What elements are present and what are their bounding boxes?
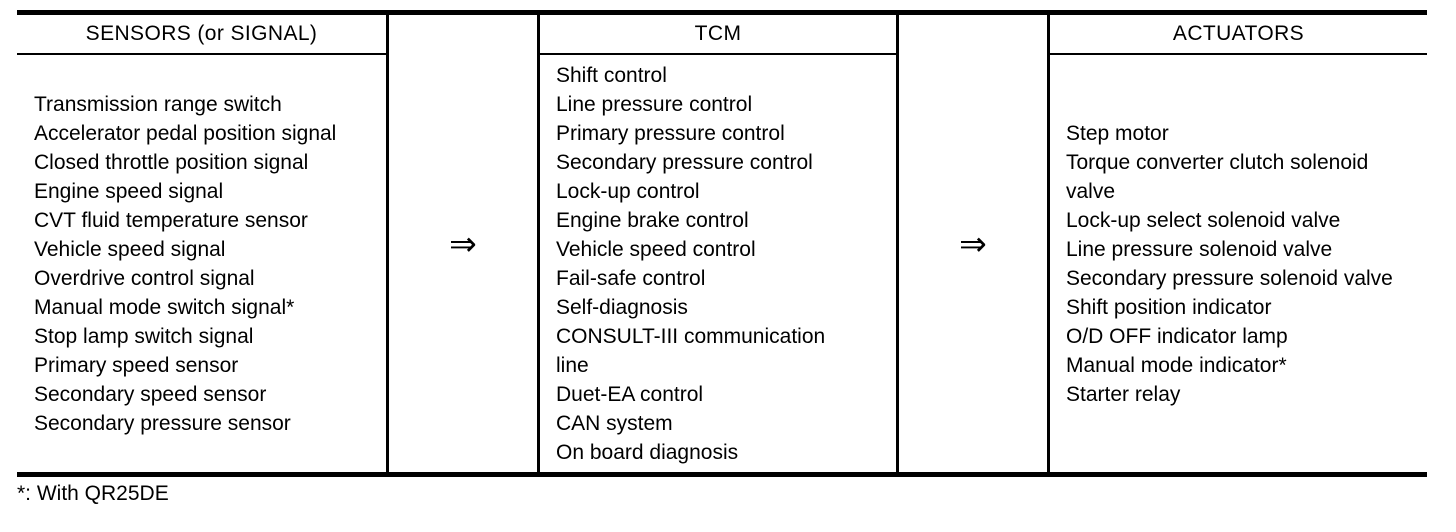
right-double-arrow-icon: ⇒ bbox=[959, 224, 987, 263]
tcm-header: TCM bbox=[540, 15, 896, 55]
list-item: On board diagnosis bbox=[556, 440, 739, 464]
list-item: CVT fluid temperature sensor bbox=[34, 208, 308, 232]
list-item: Torque converter clutch solenoid valve bbox=[1066, 150, 1369, 203]
actuators-header: ACTUATORS bbox=[1050, 15, 1427, 55]
list-item: Duet-EA control bbox=[556, 382, 704, 406]
list-item: Engine speed signal bbox=[34, 179, 224, 203]
right-double-arrow-icon: ⇒ bbox=[449, 224, 477, 263]
list-item: Starter relay bbox=[1066, 382, 1181, 406]
list-item: Secondary pressure control bbox=[556, 150, 813, 174]
list-item: Engine brake control bbox=[556, 208, 749, 232]
list-item: Primary pressure control bbox=[556, 121, 785, 145]
list-item: Accelerator pedal position signal bbox=[34, 121, 337, 145]
list-item: Lock-up control bbox=[556, 179, 700, 203]
list-item: Closed throttle position signal bbox=[34, 150, 309, 174]
list-item: O/D OFF indicator lamp bbox=[1066, 324, 1288, 348]
list-item: Line pressure solenoid valve bbox=[1066, 237, 1333, 261]
arrow-cell-sensors-to-tcm: ⇒ bbox=[389, 15, 540, 472]
list-item: Self-diagnosis bbox=[556, 295, 688, 319]
list-item: Line pressure control bbox=[556, 92, 753, 116]
list-item: Secondary speed sensor bbox=[34, 382, 267, 406]
footnote: *: With QR25DE bbox=[17, 482, 169, 505]
list-item: Secondary pressure sensor bbox=[34, 411, 291, 435]
list-item: CONSULT-III communication line bbox=[556, 324, 826, 377]
list-item: Transmission range switch bbox=[34, 92, 282, 116]
list-item: Secondary pressure solenoid valve bbox=[1066, 266, 1393, 290]
list-item: Fail-safe control bbox=[556, 266, 706, 290]
arrow-cell-tcm-to-actuators: ⇒ bbox=[899, 15, 1050, 472]
list-item: Primary speed sensor bbox=[34, 353, 239, 377]
sensors-header: SENSORS (or SIGNAL) bbox=[17, 15, 386, 55]
list-item: Stop lamp switch signal bbox=[34, 324, 254, 348]
list-item: Manual mode switch signal* bbox=[34, 295, 295, 319]
list-item: Vehicle speed control bbox=[556, 237, 756, 261]
list-item: Lock-up select solenoid valve bbox=[1066, 208, 1341, 232]
list-item: Step motor bbox=[1066, 121, 1169, 145]
list-item: Shift control bbox=[556, 63, 667, 87]
list-item: Shift position indicator bbox=[1066, 295, 1272, 319]
signal-flow-table: SENSORS (or SIGNAL) Transmission range s… bbox=[17, 10, 1427, 477]
list-item: CAN system bbox=[556, 411, 673, 435]
list-item: Overdrive control signal bbox=[34, 266, 255, 290]
column-sensors: SENSORS (or SIGNAL) Transmission range s… bbox=[17, 15, 389, 472]
list-item: Manual mode indicator* bbox=[1066, 353, 1287, 377]
list-item: Vehicle speed signal bbox=[34, 237, 226, 261]
